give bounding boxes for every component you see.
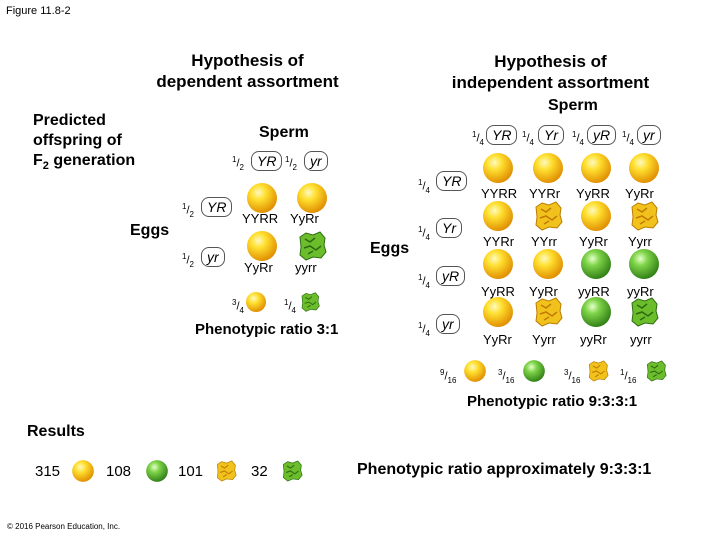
ind-egg-gamete-YR: YR bbox=[436, 171, 468, 191]
independent-sperm-label: Sperm bbox=[548, 97, 598, 114]
ind-sperm-gamete-yR: yR bbox=[587, 125, 617, 145]
ind-sperm-frac-4: 1/4 bbox=[622, 130, 634, 147]
predicted-offspring-label: Predicted offspring of F2 generation bbox=[33, 111, 135, 176]
ind-cell-r3c3: yyRR bbox=[578, 284, 610, 299]
ind-egg-gamete-yR: yR bbox=[436, 266, 466, 286]
ind-cell-r2c2: YYrr bbox=[531, 234, 557, 249]
ind-cell-r2c1: YYRr bbox=[483, 234, 515, 249]
ind-cell-r4c3: yyRr bbox=[580, 332, 607, 347]
dependent-eggs-label: Eggs bbox=[130, 222, 170, 239]
pea-yellow-wrinkled-icon bbox=[216, 460, 237, 482]
pea-yellow-round bbox=[247, 231, 277, 261]
ind-egg-frac-4: 1/4 bbox=[418, 321, 430, 338]
result-count-green-wrinkled: 32 bbox=[251, 463, 268, 480]
ind-sperm-frac-1: 1/4 bbox=[472, 130, 484, 147]
pea-yellow-round-icon bbox=[72, 460, 94, 482]
independent-eggs-label: Eggs bbox=[370, 240, 410, 257]
dep-sperm-gamete-YR: YR bbox=[251, 151, 283, 171]
ind-egg-frac-2: 1/4 bbox=[418, 225, 430, 242]
ind-sperm-frac-3: 1/4 bbox=[572, 130, 584, 147]
ind-pheno-frac-green-round: 3/16 bbox=[498, 368, 515, 385]
dep-egg-frac-1: 1/2 bbox=[182, 202, 194, 219]
dep-cell-YYRR: YYRR bbox=[242, 211, 279, 226]
ind-cell-r3c4: yyRr bbox=[627, 284, 654, 299]
results-title: Results bbox=[27, 423, 85, 440]
pea-yellow-wrinkled-icon bbox=[588, 360, 609, 382]
figure-label: Figure 11.8-2 bbox=[6, 5, 71, 17]
ind-egg-frac-3: 1/4 bbox=[418, 273, 430, 290]
ind-cell-r4c2: Yyrr bbox=[532, 332, 556, 347]
pea-yellow-round bbox=[297, 183, 327, 213]
dep-egg-frac-2: 1/2 bbox=[182, 252, 194, 269]
dependent-title-line1: Hypothesis of bbox=[191, 51, 304, 70]
ind-cell-r1c1: YYRR bbox=[481, 186, 518, 201]
ind-cell-r4c4: yyrr bbox=[630, 332, 652, 347]
result-count-green-round: 108 bbox=[106, 463, 132, 480]
ind-sperm-frac-2: 1/4 bbox=[522, 130, 534, 147]
independent-ratio: Phenotypic ratio 9:3:3:1 bbox=[467, 393, 638, 410]
independent-title-line1: Hypothesis of bbox=[494, 52, 607, 71]
dep-egg-gamete-YR: YR bbox=[201, 197, 233, 217]
ind-cell-r2c4: Yyrr bbox=[628, 234, 652, 249]
pea-yellow-round-icon bbox=[246, 292, 266, 312]
dependent-sperm-label: Sperm bbox=[259, 124, 309, 141]
result-count-yellow-wrinkled: 101 bbox=[178, 463, 204, 480]
dep-cell-yyrr: yyrr bbox=[295, 260, 317, 275]
ind-egg-frac-1: 1/4 bbox=[418, 178, 430, 195]
predicted-line3: F2 generation bbox=[33, 152, 136, 173]
ind-cell-r1c4: YyRr bbox=[625, 186, 654, 201]
ind-sperm-gamete-Yr: Yr bbox=[538, 125, 564, 145]
ind-cell-r1c3: YyRR bbox=[576, 186, 610, 201]
dep-cell-YyRr-b: YyRr bbox=[244, 260, 273, 275]
pea-green-round-icon bbox=[146, 460, 168, 482]
dep-sperm-frac-2: 1/2 bbox=[285, 155, 297, 172]
dep-sperm-frac-1: 1/2 bbox=[232, 155, 244, 172]
dependent-ratio: Phenotypic ratio 3:1 bbox=[195, 321, 339, 338]
dependent-title-line2: dependent assortment bbox=[156, 72, 339, 91]
pea-green-wrinkled-icon bbox=[301, 292, 320, 312]
ind-egg-gamete-Yr: Yr bbox=[436, 218, 462, 238]
pea-green-wrinkled bbox=[299, 231, 327, 261]
ind-pheno-frac-green-wrinkled: 1/16 bbox=[620, 368, 637, 385]
predicted-line2: offspring of bbox=[33, 132, 122, 149]
dep-cell-YyRr-a: YyRr bbox=[290, 211, 319, 226]
dep-pheno-frac-yellow: 3/4 bbox=[232, 298, 244, 315]
pea-green-wrinkled-icon bbox=[282, 460, 303, 482]
ind-cell-r3c1: YyRR bbox=[481, 284, 515, 299]
independent-title: Hypothesis of independent assortment bbox=[438, 51, 663, 93]
results-ratio: Phenotypic ratio approximately 9:3:3:1 bbox=[357, 461, 652, 478]
ind-egg-gamete-yr: yr bbox=[436, 314, 460, 334]
independent-title-line2: independent assortment bbox=[451, 73, 650, 92]
dep-sperm-gamete-yr: yr bbox=[304, 151, 328, 171]
ind-pheno-frac-yellow-wrinkled: 3/16 bbox=[564, 368, 581, 385]
dependent-title: Hypothesis of dependent assortment bbox=[140, 50, 355, 92]
copyright: © 2016 Pearson Education, Inc. bbox=[7, 522, 121, 531]
pea-yellow-round bbox=[247, 183, 277, 213]
predicted-line1: Predicted bbox=[33, 112, 106, 129]
ind-cell-r4c1: YyRr bbox=[483, 332, 512, 347]
pea-green-wrinkled-icon bbox=[646, 360, 667, 382]
ind-cell-r2c3: YyRr bbox=[579, 234, 608, 249]
ind-sperm-gamete-YR: YR bbox=[486, 125, 518, 145]
pea-green-round-icon bbox=[523, 360, 545, 382]
result-count-yellow-round: 315 bbox=[35, 463, 61, 480]
dep-egg-gamete-yr: yr bbox=[201, 247, 225, 267]
ind-pheno-frac-yellow-round: 9/16 bbox=[440, 368, 457, 385]
pea-yellow-round-icon bbox=[464, 360, 486, 382]
ind-sperm-gamete-yr: yr bbox=[637, 125, 661, 145]
dep-pheno-frac-green: 1/4 bbox=[284, 298, 296, 315]
ind-cell-r3c2: YyRr bbox=[529, 284, 558, 299]
ind-cell-r1c2: YYRr bbox=[529, 186, 561, 201]
